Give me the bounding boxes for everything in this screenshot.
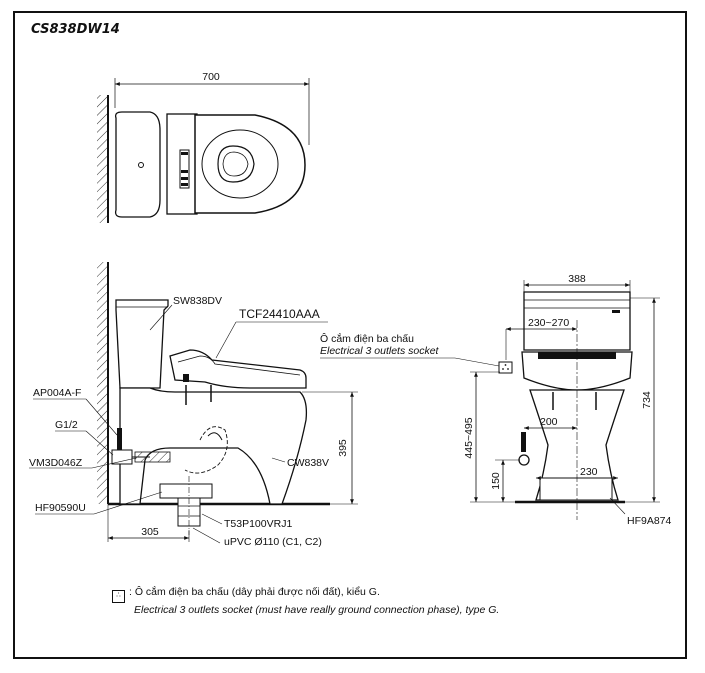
label-thread: G1/2 bbox=[55, 419, 78, 431]
dim-230: 230 bbox=[580, 466, 598, 478]
dim-230-270: 230~270 bbox=[528, 317, 569, 329]
drain-flange bbox=[159, 483, 213, 499]
dim-700: 700 bbox=[202, 71, 220, 83]
dim-445-495: 445~495 bbox=[463, 417, 475, 458]
front-view: Ô cắm điện ba chấu Electrical 3 outlets … bbox=[320, 273, 672, 527]
bowl-top bbox=[194, 114, 306, 214]
wall-hatch bbox=[97, 95, 107, 223]
model-title: CS838DW14 bbox=[31, 22, 120, 37]
socket-note-icon: ∴ bbox=[112, 590, 125, 603]
note-line-1: : Ô cắm điện ba chấu (dây phải được nối … bbox=[129, 586, 380, 598]
label-supply-valve: AP004A-F bbox=[33, 387, 81, 399]
side-wall-hatch bbox=[97, 262, 107, 504]
dim-150: 150 bbox=[490, 472, 502, 490]
label-pipe: uPVC Ø110 (C1, C2) bbox=[224, 536, 322, 548]
tank-top bbox=[114, 111, 161, 218]
side-view: SW838DV TCF24410AAA CW838V AP004A-F G1/2… bbox=[29, 262, 358, 548]
bowl-front bbox=[529, 389, 625, 501]
bowl-side bbox=[119, 387, 308, 505]
label-flange: HF90590U bbox=[35, 502, 86, 514]
note-line-2: Electrical 3 outlets socket (must have r… bbox=[134, 604, 500, 616]
label-trap: T53P100VRJ1 bbox=[224, 518, 292, 530]
seat-side bbox=[169, 349, 307, 389]
dim-734: 734 bbox=[641, 391, 653, 409]
socket-label-en: Electrical 3 outlets socket bbox=[320, 345, 440, 357]
label-seat: TCF24410AAA bbox=[239, 307, 320, 321]
socket-label-vi: Ô cắm điện ba chấu bbox=[320, 332, 414, 345]
tank-side bbox=[115, 299, 169, 389]
dim-395: 395 bbox=[337, 439, 349, 457]
socket-symbol bbox=[498, 361, 513, 374]
dim-305: 305 bbox=[141, 526, 159, 538]
legend-note: ∴ : Ô cắm điện ba chấu (dây phải được nối… bbox=[112, 585, 499, 617]
supply-valve bbox=[117, 428, 122, 450]
top-view: 700 bbox=[97, 71, 310, 223]
label-tank: SW838DV bbox=[173, 295, 222, 307]
dim-200: 200 bbox=[540, 416, 558, 428]
label-hose: VM3D046Z bbox=[29, 457, 83, 469]
label-bowl: CW838V bbox=[287, 457, 329, 469]
dim-388: 388 bbox=[568, 273, 586, 285]
label-floor-part: HF9A874 bbox=[627, 515, 672, 527]
